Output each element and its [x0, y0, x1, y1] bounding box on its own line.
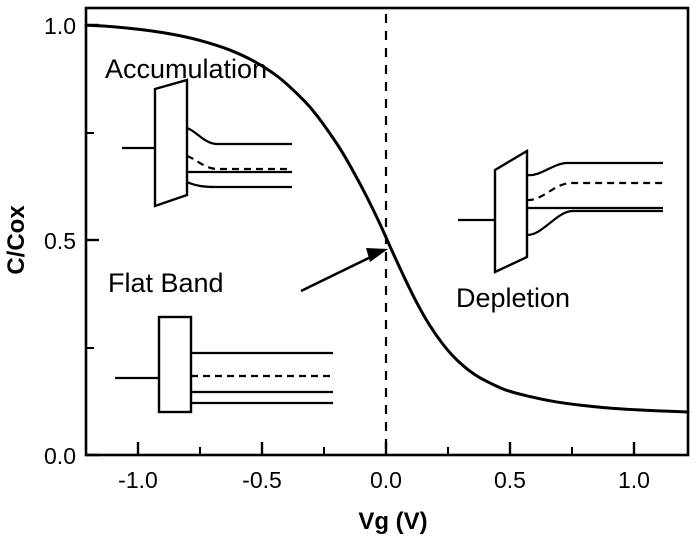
y-axis-ticks: [86, 23, 99, 457]
y-tick-label: 0.0: [44, 443, 76, 469]
accumulation-label: Accumulation: [105, 54, 267, 84]
y-tick-label: 0.5: [44, 228, 76, 254]
accumulation-annotation: Accumulation: [105, 54, 292, 208]
depletion-band-diagram: [458, 148, 663, 274]
x-axis-title: Vg (V): [358, 508, 427, 535]
flat-band-pointer-arrow: [300, 248, 388, 293]
y-tick-label: 1.0: [44, 13, 76, 39]
flat-band-diagram: [115, 315, 333, 414]
x-tick-labels: -1.0 -0.5 0.0 0.5 1.0: [118, 467, 650, 493]
accumulation-band-diagram: [122, 78, 292, 208]
depletion-label: Depletion: [456, 283, 570, 313]
flat-band-label: Flat Band: [108, 268, 224, 298]
y-axis-title: C/Cox: [3, 205, 30, 275]
x-tick-label: 0.5: [494, 467, 526, 493]
x-tick-label: 1.0: [618, 467, 650, 493]
x-tick-label: 0.0: [370, 467, 402, 493]
x-tick-label: -0.5: [242, 467, 282, 493]
cv-curve-line: [84, 23, 690, 414]
flat-band-annotation: Flat Band: [108, 268, 333, 414]
y-tick-labels: 0.0 0.5 1.0: [44, 13, 76, 469]
x-tick-label: -1.0: [118, 467, 158, 493]
depletion-annotation: Depletion: [456, 148, 663, 313]
